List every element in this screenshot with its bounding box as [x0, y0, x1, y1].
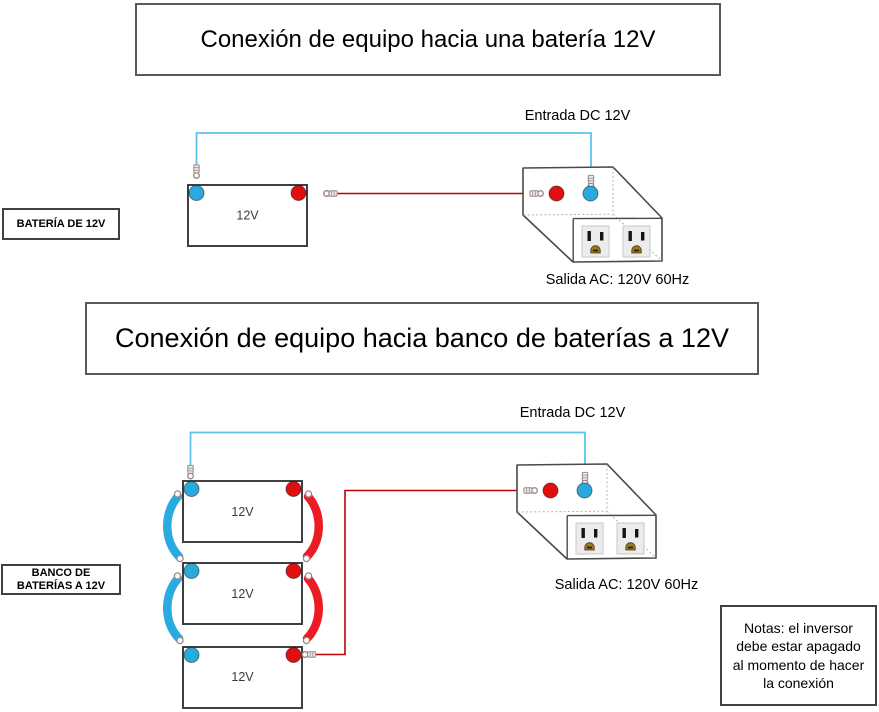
- dc-input-label-2: Entrada DC 12V: [519, 405, 626, 421]
- negative-wire: [195, 132, 592, 176]
- ring-lug-battery-negative: [187, 464, 194, 480]
- cable-ring-lug: [176, 554, 184, 563]
- ring-lug-battery-positive: [323, 190, 338, 197]
- battery-voltage-label: 12V: [231, 587, 254, 601]
- cable-ring-lug: [302, 554, 311, 563]
- cable-ring-lug: [304, 490, 313, 498]
- jumper-cable-negative-1: [163, 492, 184, 561]
- notes-line: al momento de hacer: [732, 656, 865, 673]
- cable-ring-lug: [173, 490, 182, 498]
- jumper-cable-positive-2: [302, 574, 323, 643]
- cable-ring-lug: [304, 572, 313, 580]
- section2-circuit: 12V 12V 12V: [163, 431, 656, 709]
- notes-line: la conexión: [763, 675, 834, 691]
- cable-ring-lug: [176, 636, 184, 645]
- ac-output-label-2: Salida AC: 120V 60Hz: [554, 577, 699, 593]
- positive-wire: [315, 489, 524, 656]
- ac-output-label-1: Salida AC: 120V 60Hz: [545, 272, 690, 288]
- cable-ring-lug: [173, 572, 182, 580]
- section1-title: Conexión de equipo hacia una batería 12V: [135, 3, 721, 76]
- ring-lug-battery-positive: [301, 651, 317, 658]
- battery-bank-label-line2: BATERÍAS A 12V: [16, 579, 106, 592]
- inverter-2: [517, 464, 656, 559]
- ring-lug-battery-negative: [193, 164, 200, 179]
- jumper-cable-negative-2: [163, 574, 184, 643]
- jumper-cable-positive-1: [302, 492, 323, 561]
- cable-ring-lug: [302, 636, 311, 645]
- battery-voltage-label: 12V: [231, 505, 254, 519]
- notes-box: Notas: el inversor debe estar apagado al…: [720, 605, 877, 706]
- dc-input-label-1: Entrada DC 12V: [524, 108, 631, 124]
- battery-side-label-text: BATERÍA DE 12V: [16, 217, 106, 230]
- notes-line: Notas: el inversor: [744, 619, 853, 636]
- negative-wire: [189, 431, 586, 473]
- battery-side-label: BATERÍA DE 12V: [2, 208, 120, 240]
- battery-bank-label-line1: BANCO DE: [31, 566, 91, 579]
- section1-circuit: 12V: [187, 132, 662, 262]
- section2-title: Conexión de equipo hacia banco de baterí…: [85, 302, 759, 375]
- battery-bank-side-label: BANCO DE BATERÍAS A 12V: [1, 564, 121, 595]
- inverter-1: [523, 167, 662, 262]
- notes-line: debe estar apagado: [736, 638, 861, 654]
- battery-voltage-label: 12V: [236, 209, 259, 223]
- battery-voltage-label: 12V: [231, 670, 254, 684]
